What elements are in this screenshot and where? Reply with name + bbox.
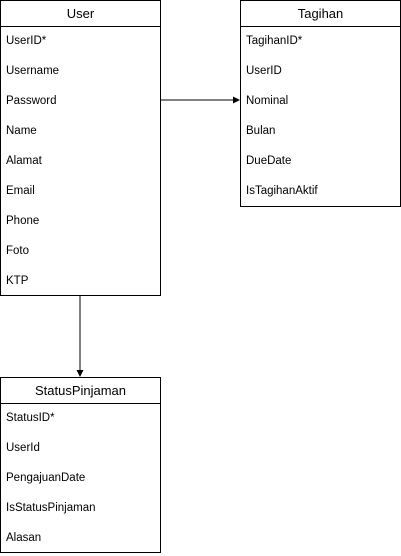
- user-entity-title: User: [1, 1, 160, 27]
- tagihan-field-nominal: Nominal: [246, 95, 289, 107]
- statuspinjaman-field-alasan: Alasan: [6, 532, 42, 544]
- user-field-alamat: Alamat: [6, 155, 42, 167]
- tagihan-entity-title: Tagihan: [241, 1, 400, 27]
- tagihan-field-duedate: DueDate: [246, 155, 292, 167]
- user-entity[interactable]: User UserID* Username Password Name Alam…: [0, 0, 161, 296]
- user-field-foto: Foto: [6, 245, 30, 257]
- connector-user-to-statuspinjaman: [76, 296, 84, 377]
- user-field-name: Name: [6, 125, 37, 137]
- user-field-username: Username: [6, 65, 60, 77]
- user-field-phone: Phone: [6, 215, 40, 227]
- statuspinjaman-field-pengajuandate: PengajuanDate: [6, 472, 86, 484]
- statuspinjaman-field-statusid: StatusID*: [6, 412, 55, 424]
- tagihan-field-tagihanid: TagihanID*: [246, 35, 303, 47]
- tagihan-entity[interactable]: Tagihan TagihanID* UserID Nominal Bulan …: [240, 0, 401, 207]
- tagihan-field-userid: UserID: [246, 65, 282, 77]
- statuspinjaman-entity[interactable]: StatusPinjaman StatusID* UserId Pengajua…: [0, 377, 161, 553]
- tagihan-field-bulan: Bulan: [246, 125, 276, 137]
- user-field-email: Email: [6, 185, 35, 197]
- user-field-ktp: KTP: [6, 275, 29, 287]
- connector-user-to-tagihan: [161, 96, 240, 104]
- user-field-userid: UserID*: [6, 35, 47, 47]
- user-field-password: Password: [6, 95, 57, 107]
- tagihan-field-istagihanaktif: IsTagihanAktif: [246, 185, 318, 197]
- statuspinjaman-field-userid: UserId: [6, 442, 40, 454]
- statuspinjaman-entity-title: StatusPinjaman: [1, 378, 160, 404]
- statuspinjaman-field-isstatuspinjaman: IsStatusPinjaman: [6, 502, 96, 514]
